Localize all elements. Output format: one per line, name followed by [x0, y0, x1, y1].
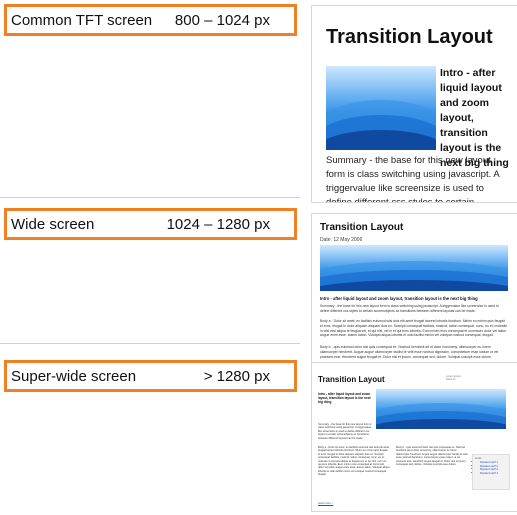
body-a-text: Body a - Dolor sit amet, ex facilisis eu…	[320, 319, 508, 338]
page-title: Transition Layout	[320, 222, 404, 233]
page-title: Transition Layout	[318, 375, 385, 384]
summary-text: Summary - the base for this new layout f…	[320, 304, 499, 313]
meta-line: Dolor sit	[446, 378, 456, 382]
page-title: Transition Layout	[326, 26, 493, 48]
layout-preview-narrow: Transition Layout Intro - after liquid l…	[311, 5, 517, 203]
body-b-text: Body b - quis euismod dolor nisl quis co…	[396, 446, 468, 467]
body-b-text: Body b - quis euismod dolor nisl quis co…	[320, 345, 499, 359]
row-label-common-tft: Common TFT screen 800 – 1024 px	[4, 4, 297, 36]
screen-range-label: 800 – 1024 px	[174, 11, 270, 29]
meta-line: Lorem ipsum	[446, 375, 461, 378]
intro-text: Intro - after liquid layout and zoom lay…	[318, 392, 371, 405]
landscape-image	[326, 66, 436, 150]
landscape-image	[320, 245, 508, 291]
side-link[interactable]: Related stuff 2	[480, 464, 509, 469]
intro-text: Intro - after liquid layout and zoom lay…	[320, 296, 478, 301]
screen-type-label: Common TFT screen	[11, 11, 153, 29]
layout-preview-super-wide: Transition Layout Lorem ipsum Dolor sit …	[311, 362, 517, 512]
read-more-link[interactable]: read more >	[318, 501, 334, 505]
related-links-box: Links Related stuff 1 Related stuff 2 Re…	[472, 454, 510, 490]
summary-text: Summary - the base for this new layout f…	[326, 155, 500, 203]
divider	[0, 343, 300, 344]
row-label-wide: Wide screen 1024 – 1280 px	[4, 208, 297, 240]
intro-text: Intro - after liquid layout and zoom lay…	[440, 67, 509, 169]
screen-range-label: > 1280 px	[203, 367, 270, 385]
row-label-super-wide: Super-wide screen > 1280 px	[4, 360, 297, 392]
screen-range-label: 1024 – 1280 px	[166, 215, 270, 233]
side-link[interactable]: Related stuff 4	[480, 471, 509, 476]
screen-type-label: Super-wide screen	[11, 367, 137, 385]
body-a-text: Body a - Dolor sit amet, ex facilisis eu…	[318, 446, 390, 477]
screen-type-label: Wide screen	[11, 215, 95, 233]
summary-text: Summary - the base for this new layout f…	[318, 423, 372, 440]
date-text: Date: 12 May 2006	[320, 237, 363, 243]
divider	[0, 197, 300, 198]
side-link[interactable]: Related stuff 3	[480, 468, 509, 472]
landscape-image	[376, 389, 506, 429]
side-link[interactable]: Related stuff 1	[480, 460, 509, 465]
layout-preview-wide: Transition Layout Date: 12 May 2006 Intr…	[311, 213, 517, 383]
side-heading: Links	[475, 456, 482, 460]
meta-text: Lorem ipsum Dolor sit	[446, 375, 506, 381]
